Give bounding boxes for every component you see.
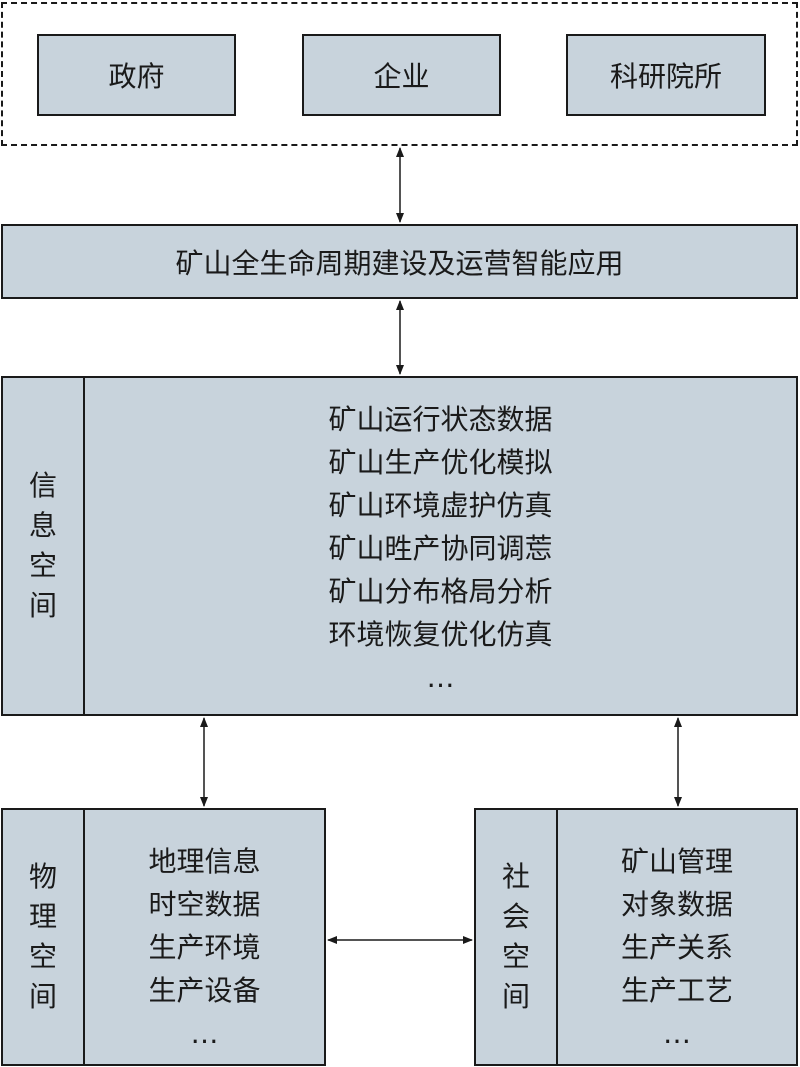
social-space-item: 对象数据 bbox=[620, 888, 733, 921]
physical-space-label-char: 间 bbox=[28, 980, 57, 1013]
stakeholder-government-label: 政府 bbox=[108, 60, 165, 93]
physical-space-ellipsis: … bbox=[190, 1017, 219, 1050]
info-space-label-char: 息 bbox=[28, 509, 57, 542]
social-space-label-char: 间 bbox=[501, 980, 530, 1013]
stakeholder-research-label: 科研院所 bbox=[609, 60, 722, 93]
stakeholders-group: 政府 企业 科研院所 bbox=[1, 2, 798, 146]
stakeholder-government: 政府 bbox=[37, 34, 236, 116]
stakeholder-enterprise-label: 企业 bbox=[373, 60, 430, 93]
social-space-label-char: 会 bbox=[501, 900, 530, 933]
social-space-label: 社 会 空 间 bbox=[476, 810, 558, 1064]
physical-space-item: 地理信息 bbox=[148, 845, 261, 878]
social-space-item: 生产关系 bbox=[620, 931, 733, 964]
physical-space-label: 物 理 空 间 bbox=[3, 810, 85, 1064]
application-layer-box: 矿山全生命周期建设及运营智能应用 bbox=[1, 224, 798, 299]
physical-space-label-char: 物 bbox=[28, 860, 57, 893]
physical-space-label-char: 理 bbox=[28, 900, 57, 933]
social-space-label-char: 空 bbox=[501, 940, 530, 973]
info-space-item: 矿山分布格局分析 bbox=[328, 575, 553, 608]
social-space-item: 生产工艺 bbox=[620, 974, 733, 1007]
physical-space-box: 物 理 空 间 地理信息 时空数据 生产环境 生产设备 … bbox=[1, 808, 326, 1066]
info-space-item: 矿山甠产协同调莣 bbox=[328, 532, 553, 565]
info-space-item: 矿山生产优化模拟 bbox=[328, 446, 553, 479]
physical-space-item: 时空数据 bbox=[148, 888, 261, 921]
physical-space-item: 生产环境 bbox=[148, 931, 261, 964]
application-layer-label: 矿山全生命周期建设及运营智能应用 bbox=[175, 246, 624, 280]
social-space-label-char: 社 bbox=[501, 860, 530, 893]
info-space-ellipsis: … bbox=[426, 661, 455, 694]
info-space-label: 信 息 空 间 bbox=[3, 378, 85, 714]
info-space-label-char: 间 bbox=[28, 589, 57, 622]
info-space-items: 矿山运行状态数据 矿山生产优化模拟 矿山环境虚护仿真 矿山甠产协同调莣 矿山分布… bbox=[85, 398, 796, 699]
info-space-item: 矿山运行状态数据 bbox=[328, 403, 553, 436]
social-space-ellipsis: … bbox=[663, 1017, 691, 1050]
physical-space-label-char: 空 bbox=[28, 940, 57, 973]
info-space-item: 环境恢复优化仿真 bbox=[328, 618, 553, 651]
physical-space-items: 地理信息 时空数据 生产环境 生产设备 … bbox=[85, 840, 324, 1055]
social-space-item: 矿山管理 bbox=[620, 845, 733, 878]
social-space-items: 矿山管理 对象数据 生产关系 生产工艺 … bbox=[558, 840, 796, 1055]
social-space-box: 社 会 空 间 矿山管理 对象数据 生产关系 生产工艺 … bbox=[474, 808, 798, 1066]
physical-space-item: 生产设备 bbox=[148, 974, 261, 1007]
stakeholder-research-institutes: 科研院所 bbox=[566, 34, 766, 116]
info-space-box: 信 息 空 间 矿山运行状态数据 矿山生产优化模拟 矿山环境虚护仿真 矿山甠产协… bbox=[1, 376, 798, 716]
stakeholder-enterprise: 企业 bbox=[302, 34, 501, 116]
info-space-label-char: 信 bbox=[28, 469, 57, 502]
info-space-label-char: 空 bbox=[28, 549, 57, 582]
info-space-item: 矿山环境虚护仿真 bbox=[328, 489, 553, 522]
